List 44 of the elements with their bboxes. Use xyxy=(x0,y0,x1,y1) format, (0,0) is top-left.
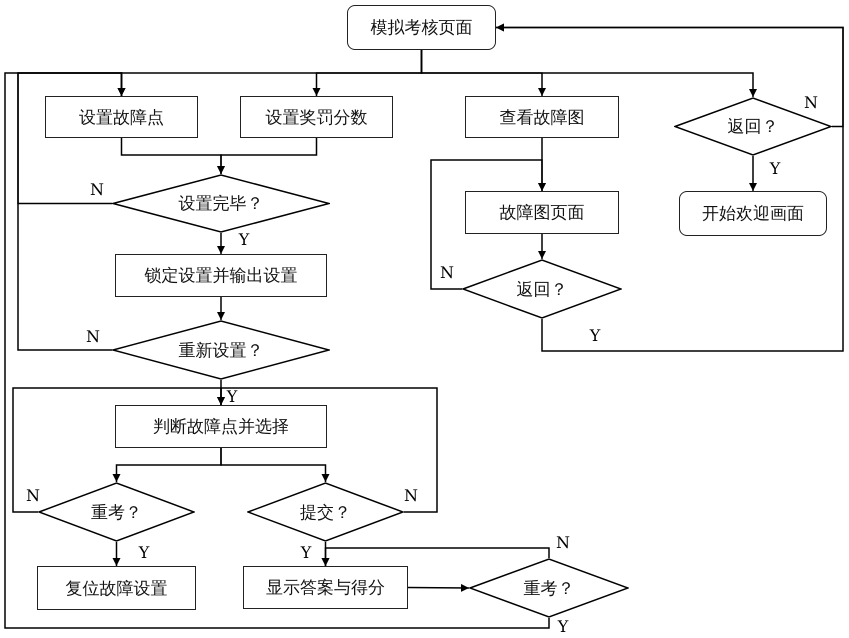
decision-diamond: 重考？ xyxy=(469,558,629,618)
arrow xyxy=(4,72,550,629)
edge-label: Y xyxy=(556,619,570,635)
edge-label: N xyxy=(25,488,41,504)
edge-label: N xyxy=(803,95,819,111)
arrow xyxy=(749,156,757,191)
arrow xyxy=(420,50,757,97)
process-box: 故障图页面 xyxy=(465,191,619,234)
arrow xyxy=(538,234,546,259)
decision-diamond: 返回？ xyxy=(462,259,622,319)
decision-diamond: 设置完毕？ xyxy=(112,174,330,233)
process-box: 锁定设置并输出设置 xyxy=(115,254,327,297)
arrow xyxy=(217,138,318,174)
edge-label: N xyxy=(85,329,101,345)
arrow xyxy=(217,233,225,254)
arrow xyxy=(430,159,546,290)
arrow xyxy=(217,387,438,513)
edge-label: Y xyxy=(768,161,782,177)
edge-label: Y xyxy=(300,545,312,561)
edge-label: N xyxy=(555,535,571,551)
arrow xyxy=(217,297,225,320)
process-box: 显示答案与得分 xyxy=(243,566,408,609)
terminal-box: 模拟考核页面 xyxy=(347,5,496,50)
edge-label: N xyxy=(439,265,455,281)
edge-label: Y xyxy=(226,389,238,405)
arrow xyxy=(322,547,550,566)
edge-label: Y xyxy=(588,328,602,344)
edge-label: N xyxy=(403,488,419,504)
process-box: 复位故障设置 xyxy=(37,566,196,610)
arrow xyxy=(112,542,120,566)
edge-label: Y xyxy=(138,545,150,561)
edge-label: Y xyxy=(238,232,250,248)
decision-diamond: 重考？ xyxy=(38,482,195,542)
arrow xyxy=(408,584,469,592)
process-box: 查看故障图 xyxy=(465,96,619,138)
decision-diamond: 重新设置？ xyxy=(112,320,330,380)
terminal-box: 开始欢迎画面 xyxy=(679,191,827,236)
process-box: 设置奖罚分数 xyxy=(240,96,393,138)
process-box: 判断故障点并选择 xyxy=(115,405,327,448)
process-box: 设置故障点 xyxy=(45,96,198,138)
arrow xyxy=(220,448,330,482)
arrow xyxy=(496,24,844,128)
decision-diamond: 提交？ xyxy=(247,482,404,542)
edge-label: N xyxy=(89,182,105,198)
